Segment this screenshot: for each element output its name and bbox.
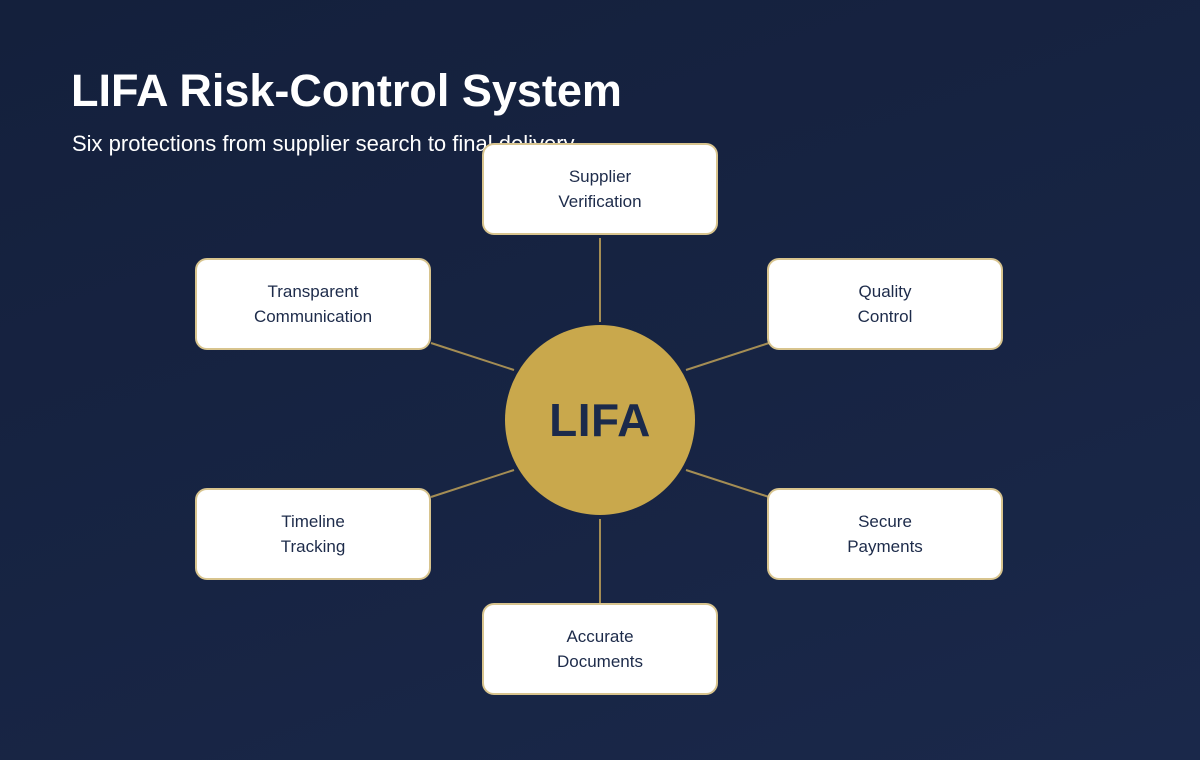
node-label-line: Payments	[847, 537, 923, 556]
node-timeline-tracking: Timeline Tracking	[195, 488, 431, 580]
node-label-line: Accurate	[566, 627, 634, 646]
connector-secure-payments	[685, 469, 770, 498]
node-label-line: Secure	[858, 512, 912, 531]
node-label-line: Control	[857, 307, 913, 326]
node-quality-control: Quality Control	[767, 258, 1003, 350]
node-label-line: Tracking	[280, 537, 346, 556]
node-label-line: Timeline	[281, 512, 345, 531]
node-label-line: Verification	[558, 192, 642, 211]
page-title: LIFA Risk-Control System	[71, 65, 622, 116]
hub-label: LIFA	[549, 394, 651, 446]
node-label-line: Transparent	[267, 282, 359, 301]
node-label-line: Communication	[253, 307, 373, 326]
node-accurate-documents: Accurate Documents	[482, 603, 718, 695]
connector-timeline-tracking	[430, 469, 515, 498]
lifa-hub: LIFA	[505, 325, 695, 515]
node-transparent-communication: Transparent Communication	[195, 258, 431, 350]
node-label-line: Supplier	[568, 167, 632, 186]
node-secure-payments: Secure Payments	[767, 488, 1003, 580]
connector-transparent-communication	[430, 342, 515, 371]
node-label-line: Documents	[557, 652, 643, 671]
connector-quality-control	[685, 342, 770, 371]
node-label-line: Quality	[858, 282, 912, 301]
node-supplier-verification: Supplier Verification	[482, 143, 718, 235]
